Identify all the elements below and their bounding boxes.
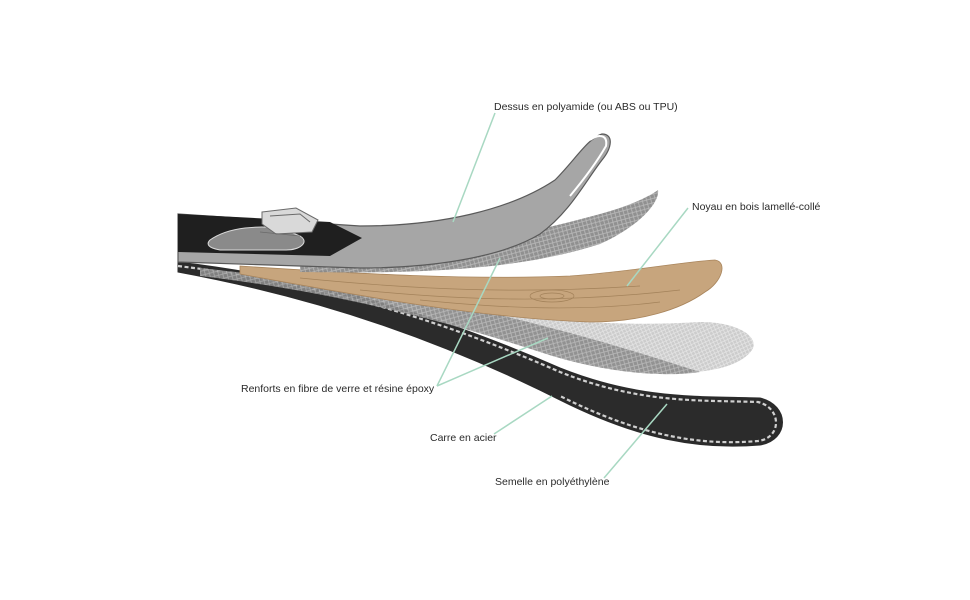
fiber-layer-dark xyxy=(200,268,700,375)
label-reinforcement: Renforts en fibre de verre et résine épo… xyxy=(241,383,435,395)
leader-reinforcement-2 xyxy=(436,337,549,387)
top-sheet-tip xyxy=(569,135,608,197)
leader-reinforcement-1 xyxy=(436,257,501,387)
wood-grain xyxy=(299,277,681,309)
leader-base xyxy=(603,403,668,479)
leader-core xyxy=(626,207,689,287)
label-wood-core: Noyau en bois lamellé-collé xyxy=(692,201,821,213)
base-layer xyxy=(177,261,783,447)
wood-core xyxy=(239,259,723,323)
binding-toe xyxy=(261,207,319,235)
label-top-sheet: Dessus en polyamide (ou ABS ou TPU) xyxy=(494,101,678,113)
leader-top xyxy=(452,112,496,223)
fiber-layer-upper xyxy=(300,190,659,273)
steel-edge xyxy=(177,264,777,444)
label-steel-edge: Carre en acier xyxy=(430,432,497,444)
leader-edge xyxy=(493,395,553,435)
label-base: Semelle en polyéthylène xyxy=(495,476,610,488)
